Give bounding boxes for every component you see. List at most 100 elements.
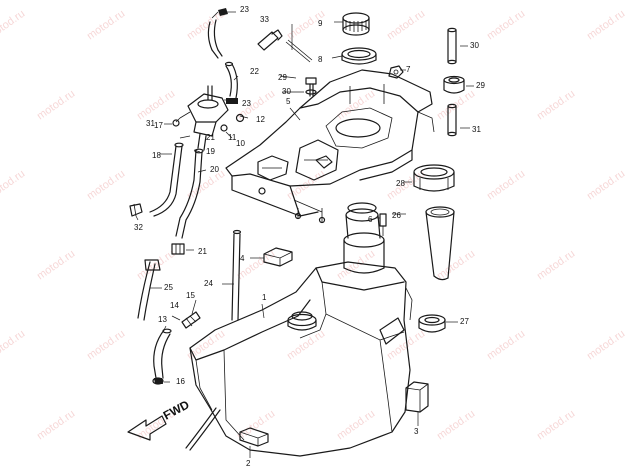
callout-5: 5 [286, 97, 291, 106]
watermark-text: motod.ru [85, 8, 127, 43]
callout-26: 26 [392, 211, 401, 220]
callout-31: 31 [146, 119, 155, 128]
tank-cover-part [225, 69, 435, 224]
callout-4: 4 [240, 254, 245, 263]
drain-tube-part [425, 206, 455, 281]
callout-24: 24 [204, 279, 213, 288]
filler-ring-part [413, 164, 455, 192]
watermark-text: motod.ru [335, 408, 377, 443]
fwd-label: FWD [161, 397, 192, 422]
callout-31: 31 [472, 125, 481, 134]
watermark-text: motod.ru [585, 328, 625, 363]
screw-33-part [257, 29, 313, 63]
callout-23: 23 [242, 99, 251, 108]
fuel-hose-part [137, 259, 161, 321]
watermark-text: motod.ru [35, 408, 77, 443]
callout-13: 13 [158, 315, 167, 324]
callout-7: 7 [406, 65, 411, 74]
watermark-text: motod.ru [435, 248, 477, 283]
watermark-layer: motod.ru motod.ru motod.ru motod.ru motod.ru… [0, 8, 625, 443]
callout-29: 29 [278, 73, 287, 82]
watermark-text: motod.ru [285, 328, 327, 363]
watermark-text: motod.ru [0, 8, 27, 43]
vent-hose-part [185, 229, 242, 451]
callout-32: 32 [134, 223, 143, 232]
watermark-text: motod.ru [435, 408, 477, 443]
clamp-32-part [129, 203, 143, 217]
callout-11: 11 [228, 133, 237, 142]
hose-clamp-part [152, 377, 164, 385]
callout-19: 19 [206, 147, 215, 156]
spacer-30-part [447, 27, 457, 65]
fuel-cap-part [342, 12, 370, 36]
callout-21: 21 [198, 247, 207, 256]
watermark-text: motod.ru [135, 248, 177, 283]
watermark-text: motod.ru [35, 88, 77, 123]
callout-6: 6 [368, 215, 373, 224]
watermark-text: motod.ru [535, 408, 577, 443]
watermark-text: motod.ru [535, 88, 577, 123]
bolt-29-part [305, 77, 317, 97]
fuel-line-part [149, 142, 204, 239]
callout-10: 10 [236, 139, 245, 148]
watermark-text: motod.ru [585, 168, 625, 203]
callout-30: 30 [282, 87, 291, 96]
cap-gasket-part [341, 47, 377, 65]
callout-20: 20 [210, 165, 219, 174]
callout-16: 16 [176, 377, 185, 386]
watermark-text: motod.ru [385, 8, 427, 43]
callout-15: 15 [186, 291, 195, 300]
watermark-text: motod.ru [485, 168, 527, 203]
return-hose-part [153, 328, 172, 379]
callout-2: 2 [246, 459, 251, 468]
hose-connector-part [181, 311, 201, 329]
watermark-text: motod.ru [185, 168, 227, 203]
callout-12: 12 [256, 115, 265, 124]
callout-25: 25 [164, 283, 173, 292]
callout-8: 8 [318, 55, 323, 64]
watermark-text: motod.ru [35, 248, 77, 283]
callout-30: 30 [470, 41, 479, 50]
watermark-text: motod.ru [535, 248, 577, 283]
watermark-text: motod.ru [0, 328, 27, 363]
callout-22: 22 [250, 67, 259, 76]
callout-23: 23 [240, 5, 249, 14]
watermark-text: motod.ru [485, 328, 527, 363]
watermark-text: motod.ru [135, 88, 177, 123]
spacer-31-part [447, 103, 457, 137]
callout-1: 1 [262, 293, 267, 302]
cushion-part [239, 427, 269, 447]
pump-outlet-hose-part [224, 61, 238, 104]
fuel-tank-body-part [189, 202, 413, 457]
callout-3: 3 [414, 427, 419, 436]
watermark-text: motod.ru [85, 328, 127, 363]
callout-21: 21 [206, 133, 215, 142]
callout-29: 29 [476, 81, 485, 90]
fuel-pump-part [172, 85, 245, 151]
callout-14: 14 [170, 301, 179, 310]
callout-27: 27 [460, 317, 469, 326]
watermark-text: motod.ru [235, 248, 277, 283]
watermark-text: motod.ru [0, 168, 27, 203]
leader-lines [135, 11, 474, 458]
bolt-6-part [379, 213, 387, 236]
callout-33: 33 [260, 15, 269, 24]
callout-9: 9 [318, 19, 323, 28]
watermark-text: motod.ru [335, 88, 377, 123]
cushion-upper-part [263, 247, 293, 267]
clamp-21-part [171, 243, 185, 255]
callout-18: 18 [152, 151, 161, 160]
watermark-text: motod.ru [485, 8, 527, 43]
callout-28: 28 [396, 179, 405, 188]
upper-hose-part [207, 8, 228, 59]
grommet-29-part [443, 75, 465, 94]
watermark-text: motod.ru [585, 8, 625, 43]
rubber-pad-part [405, 381, 429, 413]
watermark-text: motod.ru [85, 168, 127, 203]
nut-7-part [388, 65, 404, 79]
callout-17: 17 [154, 121, 163, 130]
forward-arrow [127, 415, 167, 441]
